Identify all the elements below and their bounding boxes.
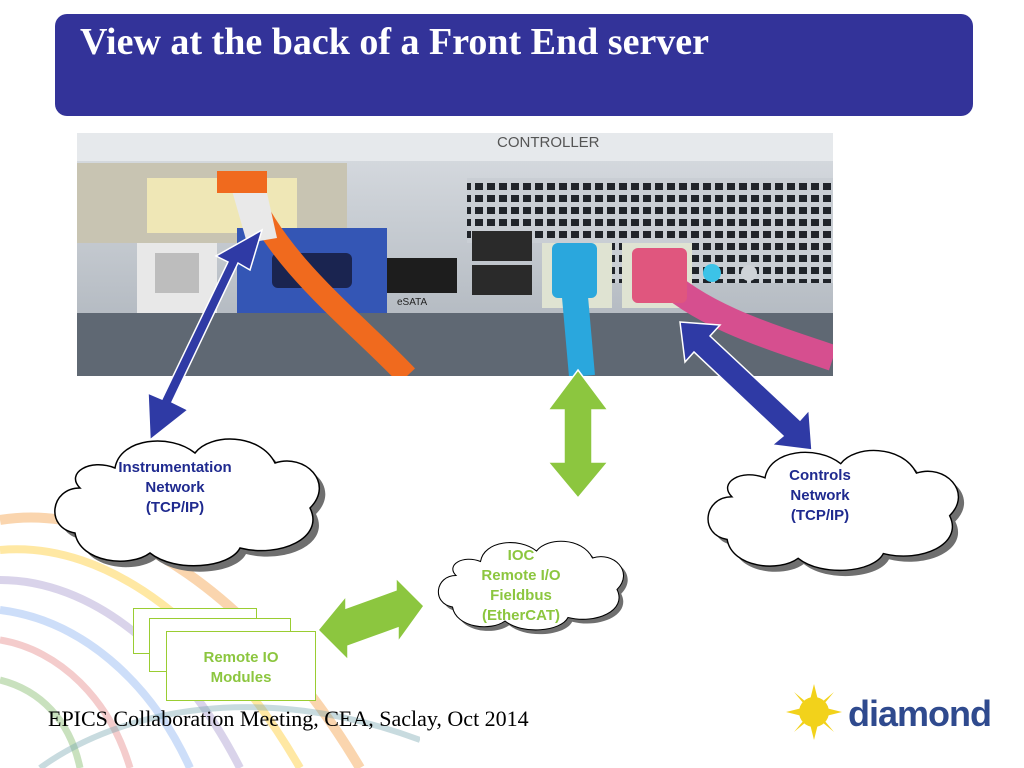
ioc-cloud <box>437 540 628 635</box>
decorative-swoosh <box>0 512 420 768</box>
title-bar <box>55 14 973 116</box>
instrumentation-arrow <box>147 228 264 442</box>
ioc-label: IOC Remote I/O Fieldbus (EtherCAT) <box>481 547 561 624</box>
ioc-arrow <box>546 368 610 500</box>
diamond-logo-text: diamond <box>848 693 992 734</box>
esata-label: eSATA <box>397 297 428 308</box>
slide-title: View at the back of a Front End server <box>80 21 710 63</box>
controls-arrow <box>679 321 813 451</box>
controls-cloud <box>707 449 965 577</box>
diamond-logo-icon <box>786 684 842 740</box>
instrumentation-network-label: Instrumentation Network (TCP/IP) <box>118 459 232 516</box>
instrumentation-cloud <box>54 438 326 572</box>
modules-arrow <box>316 576 425 662</box>
controller-label: CONTROLLER <box>497 134 600 151</box>
controls-network-label: Controls Network (TCP/IP) <box>789 467 851 524</box>
remote-io-modules-card: Remote IO Modules <box>166 631 316 701</box>
footer-text: EPICS Collaboration Meeting, CEA, Saclay… <box>48 706 529 731</box>
